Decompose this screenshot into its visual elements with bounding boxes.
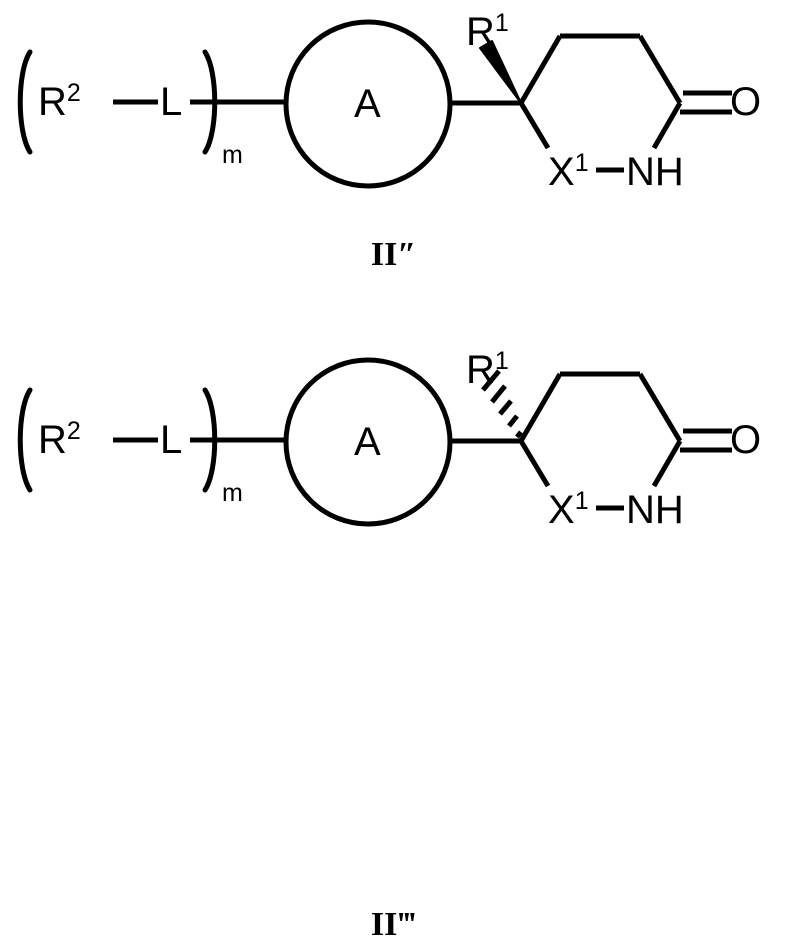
label-r2: R2	[38, 417, 81, 462]
solid-wedge-bond-r1	[479, 40, 522, 104]
label-repeat-subscript-m: m	[222, 479, 243, 507]
label-oxygen: O	[730, 418, 762, 462]
bond-stereocenter-x1	[518, 101, 551, 150]
label-nh: NH	[626, 150, 684, 194]
bond-ring-c2-c3	[518, 34, 563, 105]
structure-2-bonds	[17, 357, 732, 527]
hashed-wedge-bond-r1	[481, 369, 523, 439]
bond-ring-c2-c3	[518, 372, 563, 443]
chemical-structure-2-double-prime: R2 L m A R1 X1 NH O II″	[0, 0, 787, 300]
bond-ring-c5-nh	[651, 101, 683, 150]
chemical-structure-2-triple-prime: R2 L m A R1 X1 NH O II‴	[0, 338, 787, 942]
bond-stereocenter-x1	[518, 439, 551, 488]
label-x1: X1	[548, 487, 589, 532]
label-r1: R1	[466, 9, 509, 54]
bond-ring-c5-nh	[651, 439, 683, 488]
label-r1: R1	[466, 347, 509, 392]
label-repeat-subscript-m: m	[222, 141, 243, 169]
label-r2: R2	[38, 79, 81, 124]
label-ring-a: A	[354, 420, 381, 464]
label-oxygen: O	[730, 80, 762, 124]
structure-1-bonds	[17, 19, 732, 189]
bond-ring-c4-c5	[637, 372, 683, 443]
open-paren-glyph	[17, 387, 33, 493]
label-linker-l: L	[160, 80, 183, 124]
label-x1: X1	[548, 149, 589, 194]
label-linker-l: L	[160, 418, 183, 462]
open-paren-glyph	[17, 49, 33, 155]
label-nh: NH	[626, 488, 684, 532]
formula-name-2-triple-prime: II‴	[370, 906, 417, 943]
label-ring-a: A	[354, 82, 381, 126]
formula-name-2-double-prime: II″	[370, 236, 417, 273]
bond-ring-c4-c5	[637, 34, 683, 105]
